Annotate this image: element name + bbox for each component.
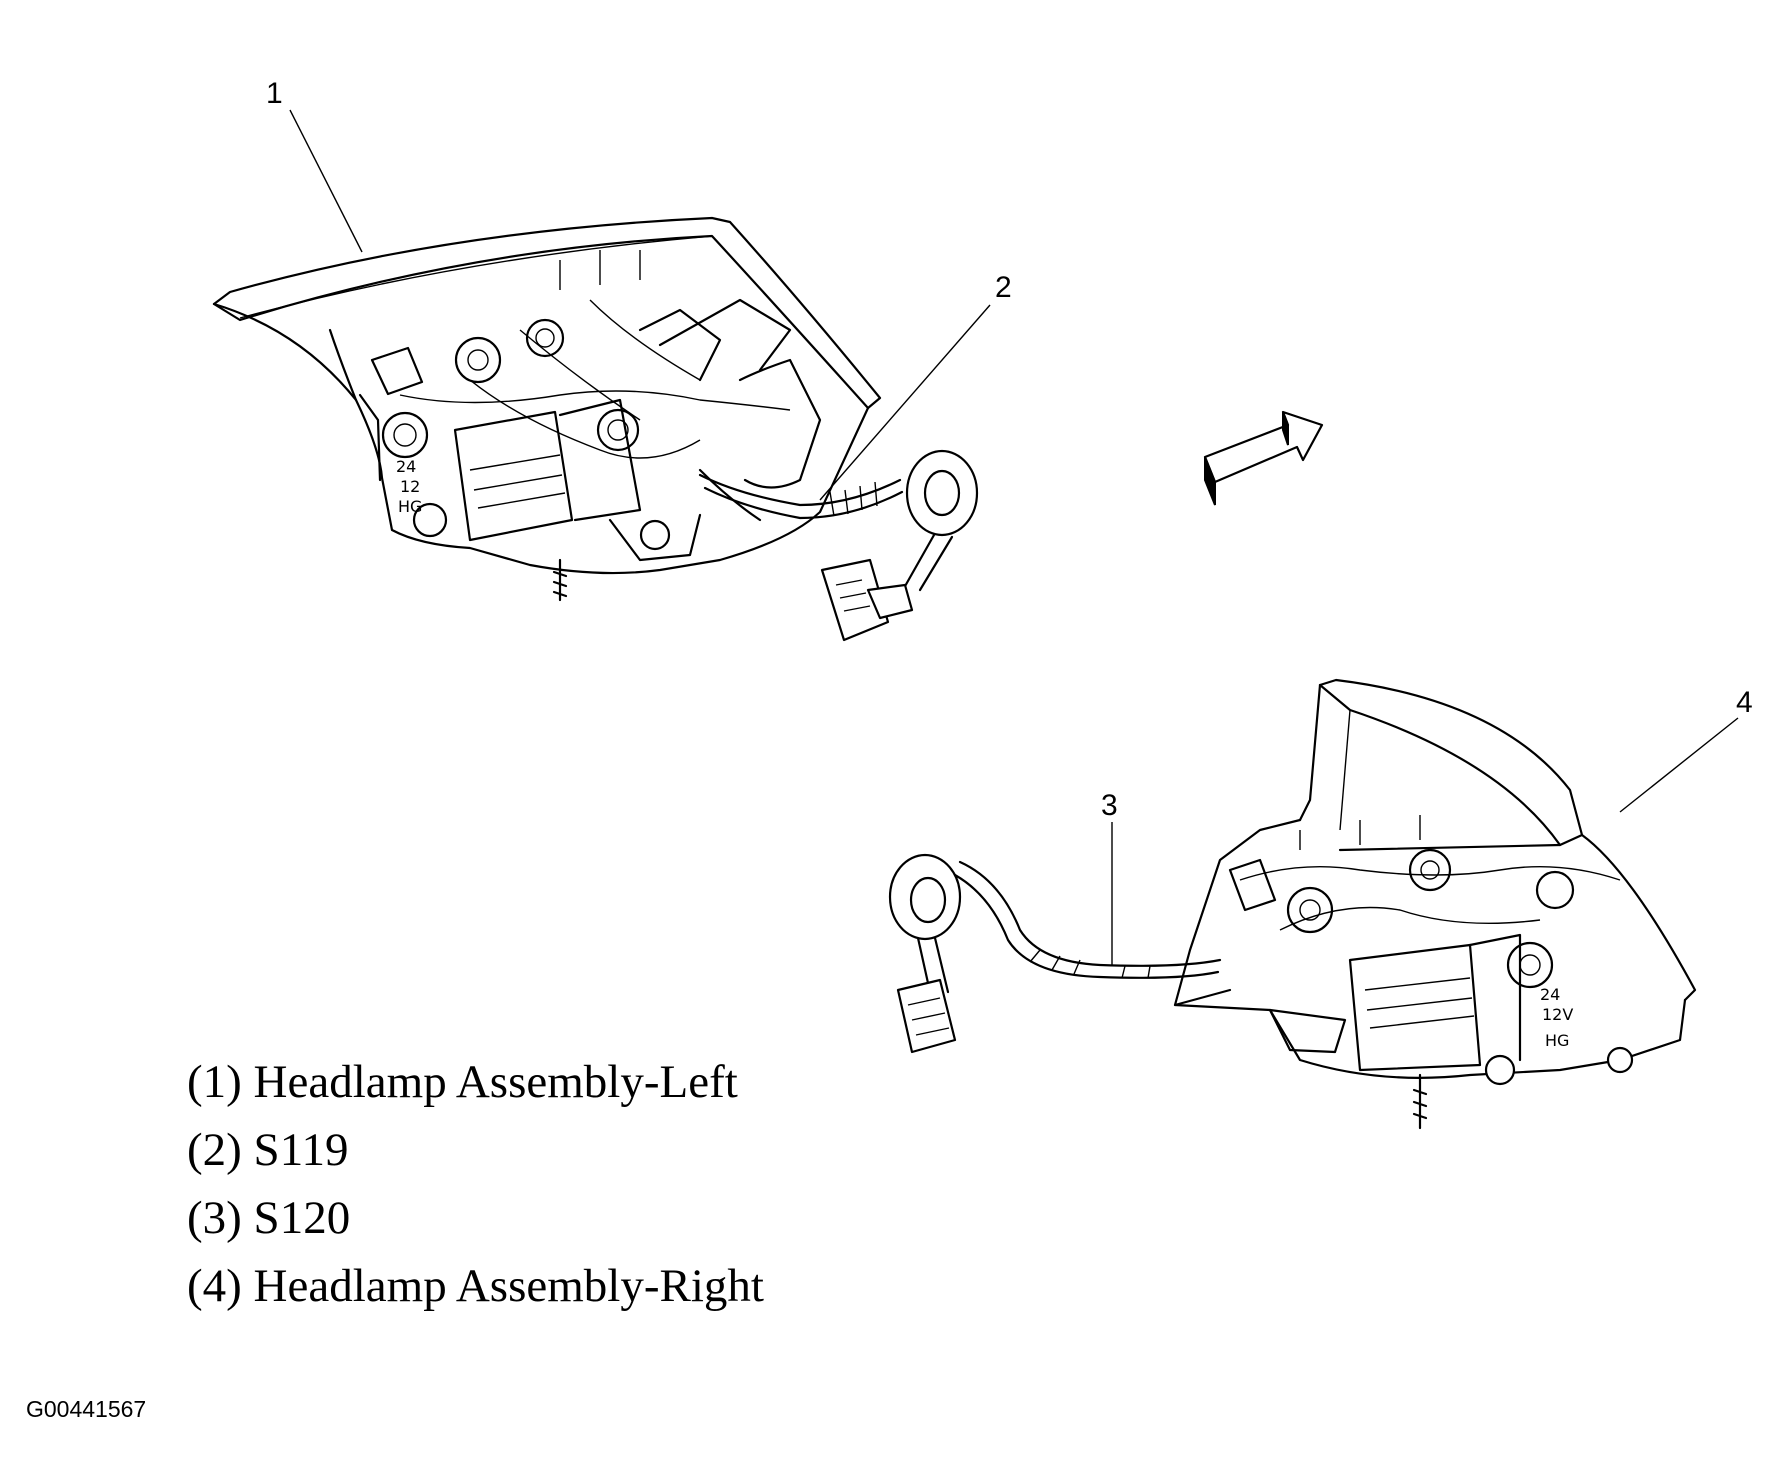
right-lamp-marking-24: 24	[1540, 985, 1560, 1004]
legend-item-3: (3) S120	[187, 1192, 351, 1244]
legend-item-1: (1) Headlamp Assembly-Left	[187, 1056, 738, 1108]
figure-id: G00441567	[26, 1396, 147, 1422]
legend-item-2: (2) S119	[187, 1124, 349, 1176]
callout-3: 3	[1101, 789, 1118, 822]
component-legend: (1) Headlamp Assembly-Left (2) S119 (3) …	[187, 1048, 764, 1320]
right-lamp-marking-12v: 12V	[1542, 1005, 1573, 1024]
right-lamp-marking-hg: HG	[1545, 1031, 1569, 1050]
left-harness-s119	[698, 449, 979, 642]
right-headlamp-assembly: 24 12V HG	[1173, 678, 1697, 1130]
front-direction-arrow	[1203, 410, 1324, 506]
legend-item-4: (4) Headlamp Assembly-Right	[187, 1260, 764, 1312]
callout-1: 1	[266, 77, 283, 110]
right-harness-s120	[888, 853, 1222, 1054]
left-lamp-marking-24: 24	[396, 457, 416, 476]
callout-2: 2	[995, 271, 1012, 304]
left-headlamp-assembly: 24 12 HG	[212, 216, 882, 602]
callout-4: 4	[1736, 686, 1753, 719]
callout-leaders	[289, 109, 1739, 965]
left-lamp-marking-12: 12	[400, 477, 420, 496]
left-lamp-marking-hg: HG	[398, 497, 422, 516]
